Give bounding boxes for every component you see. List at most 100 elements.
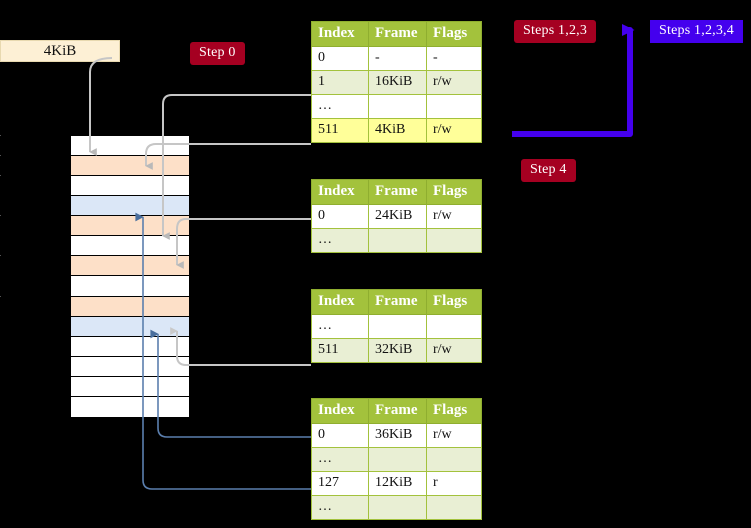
memory-frame-row bbox=[71, 196, 189, 217]
cell-value: r/w bbox=[433, 342, 452, 357]
memory-frame-row bbox=[71, 376, 189, 397]
table-row: … bbox=[311, 495, 482, 520]
cell-value: 0 bbox=[318, 427, 325, 442]
cell-value: 0 bbox=[318, 208, 325, 223]
memory-frame-row bbox=[71, 296, 189, 317]
cell-value: … bbox=[318, 451, 332, 466]
frame-size-label: 4KiB bbox=[43, 43, 77, 59]
column-header-frame: Frame bbox=[368, 21, 427, 47]
wire-table3-to-memory bbox=[170, 327, 311, 366]
table-cell: 127 bbox=[311, 471, 369, 496]
column-header-flags: Flags bbox=[426, 398, 482, 424]
table-cell: r/w bbox=[426, 423, 482, 448]
cell-value: 511 bbox=[318, 122, 339, 137]
column-header-flags: Flags bbox=[426, 179, 482, 205]
badge-steps-1-2-3-4: Steps 1,2,3,4 bbox=[650, 20, 743, 43]
memory-frame-row bbox=[71, 236, 189, 257]
memory-row-tick bbox=[0, 155, 1, 157]
column-header-index: Index bbox=[311, 289, 369, 315]
table-cell: r/w bbox=[426, 70, 482, 95]
cell-value: … bbox=[318, 318, 332, 333]
memory-frame-row bbox=[71, 176, 189, 197]
cell-value: - bbox=[375, 50, 380, 65]
memory-frame-row bbox=[71, 276, 189, 297]
memory-frame-row bbox=[71, 356, 189, 377]
cell-value: 24KiB bbox=[375, 208, 413, 223]
table-cell: … bbox=[311, 447, 369, 472]
table-row: 0 24KiB r/w bbox=[311, 204, 482, 229]
table-cell: r bbox=[426, 471, 482, 496]
memory-frame-row bbox=[71, 396, 189, 417]
table-cell: - bbox=[368, 46, 427, 71]
cell-value: r bbox=[433, 475, 438, 490]
memory-frame-row bbox=[71, 316, 189, 337]
cell-value: 16KiB bbox=[375, 74, 413, 89]
table-row: 511 32KiB r/w bbox=[311, 338, 482, 363]
cell-value: 4KiB bbox=[375, 122, 406, 137]
cell-value: r/w bbox=[433, 74, 452, 89]
memory-row-tick bbox=[0, 215, 1, 217]
memory-frame-row bbox=[71, 136, 189, 157]
table-row: … bbox=[311, 447, 482, 472]
cell-value: 511 bbox=[318, 342, 339, 357]
column-header-index: Index bbox=[311, 398, 369, 424]
memory-row-tick bbox=[0, 255, 1, 257]
table-cell: 511 bbox=[311, 338, 369, 363]
table-cell: … bbox=[311, 228, 369, 253]
table-cell bbox=[426, 314, 482, 339]
cell-value: 36KiB bbox=[375, 427, 413, 442]
cell-value: 0 bbox=[318, 50, 325, 65]
table-cell: r/w bbox=[426, 118, 482, 143]
physical-memory-column bbox=[70, 135, 190, 417]
memory-row-tick bbox=[0, 295, 1, 297]
table-cell: … bbox=[311, 314, 369, 339]
column-header-flags: Flags bbox=[426, 289, 482, 315]
table-cell bbox=[426, 94, 482, 119]
table-row: … bbox=[311, 228, 482, 253]
cell-value: - bbox=[433, 50, 438, 65]
table-cell: 511 bbox=[311, 118, 369, 143]
table-cell: 0 bbox=[311, 204, 369, 229]
table-cell: … bbox=[311, 495, 369, 520]
table-cell: 4KiB bbox=[368, 118, 427, 143]
table-row: 0 - - bbox=[311, 46, 482, 71]
table-cell: 0 bbox=[311, 423, 369, 448]
table-row: 0 36KiB r/w bbox=[311, 423, 482, 448]
table-cell bbox=[368, 314, 427, 339]
cell-value: … bbox=[318, 499, 332, 514]
table-row: 127 12KiB r bbox=[311, 471, 482, 496]
column-header-flags: Flags bbox=[426, 21, 482, 47]
column-header-frame: Frame bbox=[368, 289, 427, 315]
frame-size-box: 4KiB bbox=[0, 40, 120, 62]
table-cell: 24KiB bbox=[368, 204, 427, 229]
cell-value: 32KiB bbox=[375, 342, 413, 357]
table-row: … bbox=[311, 314, 482, 339]
badge-step-4: Step 4 bbox=[521, 159, 576, 182]
memory-frame-row bbox=[71, 156, 189, 177]
table-row: 511 4KiB r/w bbox=[311, 118, 482, 143]
column-header-index: Index bbox=[311, 179, 369, 205]
cell-value: r/w bbox=[433, 208, 452, 223]
cell-value: r/w bbox=[433, 427, 452, 442]
table-cell bbox=[368, 228, 427, 253]
cell-value: 12KiB bbox=[375, 475, 413, 490]
column-header-frame: Frame bbox=[368, 179, 427, 205]
column-header-frame: Frame bbox=[368, 398, 427, 424]
table-cell bbox=[426, 228, 482, 253]
table-cell bbox=[368, 495, 427, 520]
memory-row-tick bbox=[0, 135, 1, 136]
memory-frame-row bbox=[71, 336, 189, 357]
table-cell bbox=[368, 447, 427, 472]
cell-value: 127 bbox=[318, 475, 339, 490]
table-cell: 12KiB bbox=[368, 471, 427, 496]
table-cell: r/w bbox=[426, 338, 482, 363]
table-cell bbox=[426, 447, 482, 472]
